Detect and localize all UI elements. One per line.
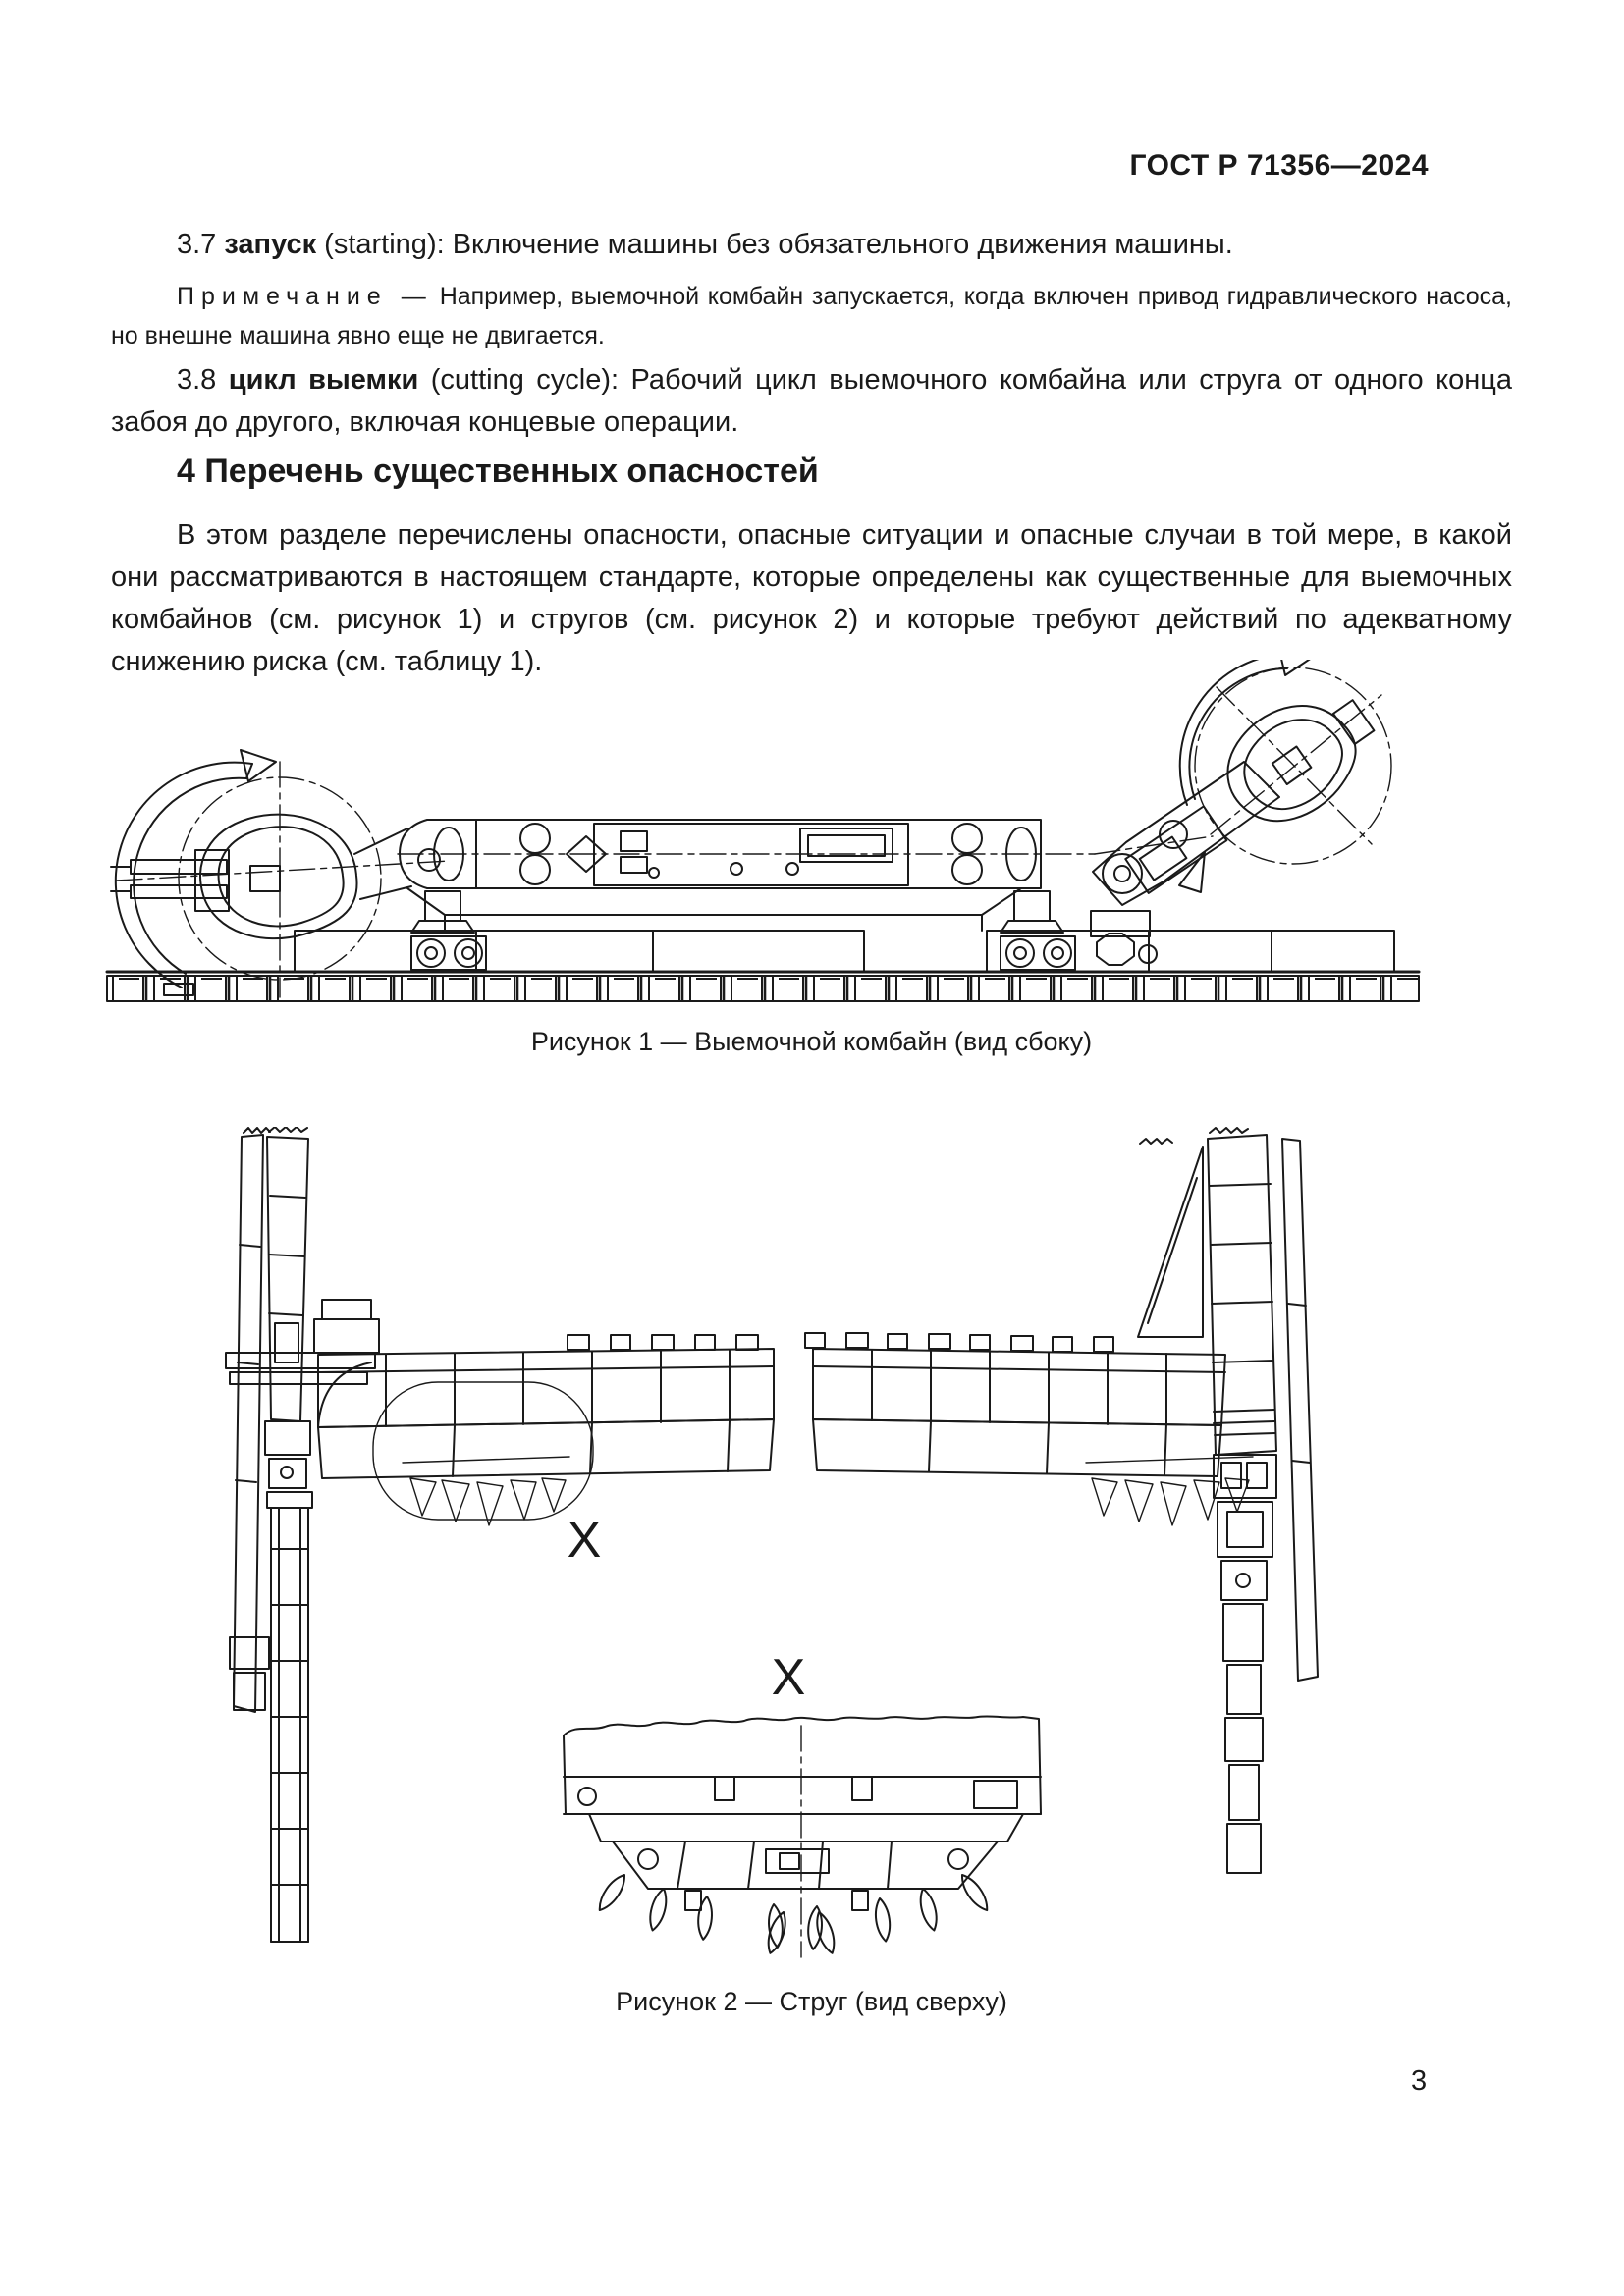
right-head-cluster <box>1213 1454 1277 1874</box>
clause-number: 3.7 <box>177 229 217 260</box>
note-text: Например, выемочной комбайн запускается,… <box>111 283 1512 349</box>
cutting-drum-left <box>110 749 382 996</box>
term: цикл выемки <box>228 364 419 396</box>
figure1-drawing <box>105 660 1421 1002</box>
detail-callout-ellipse <box>372 1381 594 1521</box>
note-dash: — <box>401 283 426 310</box>
cutting-drum-right <box>1178 660 1392 893</box>
figure-2: X X <box>224 1127 1322 1959</box>
crawler-track <box>294 930 1395 973</box>
figure2-drawing: X X <box>225 1127 1319 1958</box>
definition-3-8: 3.8 цикл выемки (cutting cycle): Рабочий… <box>111 359 1512 444</box>
figure-2-caption: Рисунок 2 — Струг (вид сверху) <box>616 1987 1007 2016</box>
figure-1 <box>103 660 1429 1005</box>
machine-body <box>399 819 1042 932</box>
section-4-paragraph: В этом разделе перечислены опасности, оп… <box>111 519 1512 677</box>
page-number: 3 <box>1411 2065 1428 2097</box>
plough-head-detail-view <box>563 1715 1042 1958</box>
note-label: Примечание <box>177 283 388 310</box>
detail-picks <box>593 1870 994 1956</box>
left-corner-bracket <box>225 1299 380 1428</box>
right-guide-mast <box>1137 1127 1319 1682</box>
figure-1-caption: Рисунок 1 — Выемочной комбайн (вид сбоку… <box>530 1027 1093 1056</box>
detail-label-x-2: X <box>772 1649 806 1706</box>
ranging-arm-left <box>353 828 441 900</box>
plough-teeth-left <box>402 1456 570 1526</box>
detail-label-x-1: X <box>568 1512 602 1569</box>
standard-number-header: ГОСТ Р 71356—2024 <box>1129 149 1429 182</box>
clause-number: 3.8 <box>177 364 217 396</box>
conveyor-right-half <box>804 1332 1226 1477</box>
term: запуск <box>224 229 317 260</box>
definition-text: (cutting cycle): Рабочий цикл выемочного… <box>111 364 1512 438</box>
left-guide-mast <box>229 1127 311 1713</box>
section-4-heading: 4 Перечень существенных опасностей <box>177 453 819 490</box>
definition-text: (starting): Включение машины без обязате… <box>316 229 1233 260</box>
ranging-arm-right <box>1090 761 1280 966</box>
plough-teeth-right <box>1085 1456 1254 1526</box>
left-segmented-column <box>266 1491 313 1943</box>
note-3-7: Примечание —Например, выемочной комбайн з… <box>111 277 1512 355</box>
definition-3-7: 3.7 запуск (starting): Включение машины … <box>111 224 1512 266</box>
